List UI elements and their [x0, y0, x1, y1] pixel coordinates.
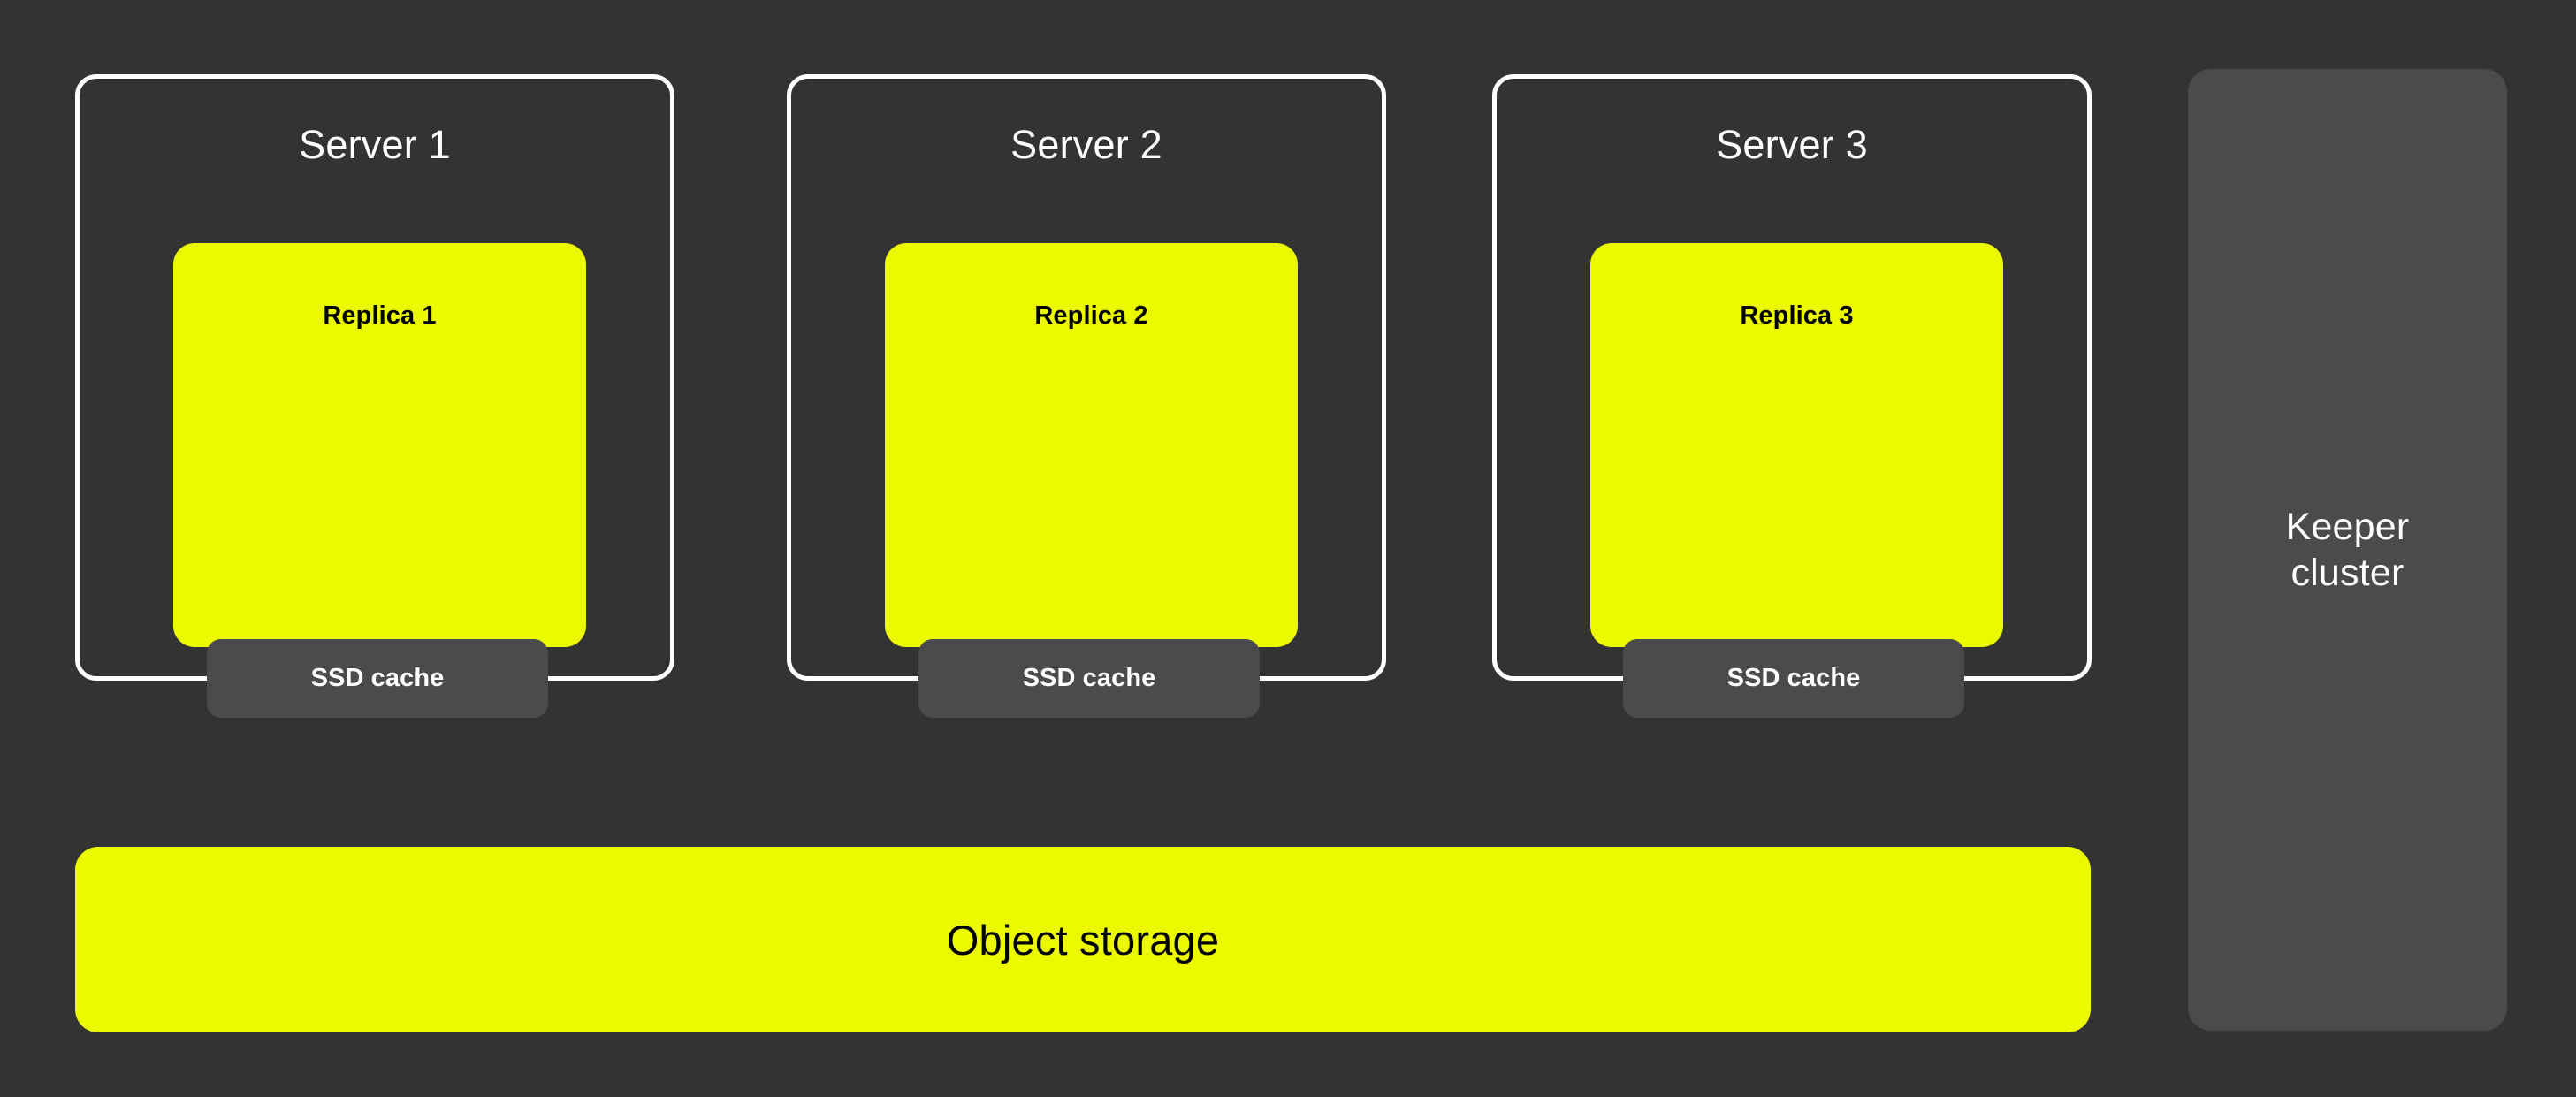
keeper-cluster-label: Keeper cluster — [2285, 505, 2410, 594]
server-box-2: Server 2 Replica 2 — [787, 74, 1386, 681]
replica-label-3: Replica 3 — [1740, 301, 1854, 330]
ssd-cache-label-3: SSD cache — [1726, 664, 1861, 692]
replica-box-2: Replica 2 — [885, 243, 1298, 647]
server-title-2: Server 2 — [1010, 122, 1162, 167]
replica-label-1: Replica 1 — [323, 301, 437, 330]
server-title-3: Server 3 — [1716, 122, 1868, 167]
keeper-cluster-box: Keeper cluster — [2188, 69, 2507, 1031]
replica-label-2: Replica 2 — [1034, 301, 1148, 330]
replica-box-1: Replica 1 — [173, 243, 586, 647]
object-storage-box: Object storage — [75, 847, 2091, 1032]
ssd-cache-box-1: SSD cache — [207, 639, 548, 718]
replica-box-3: Replica 3 — [1590, 243, 2003, 647]
ssd-cache-label-2: SSD cache — [1022, 664, 1156, 692]
ssd-cache-box-2: SSD cache — [918, 639, 1260, 718]
ssd-cache-label-1: SSD cache — [310, 664, 445, 692]
server-box-3: Server 3 Replica 3 — [1492, 74, 2092, 681]
server-title-1: Server 1 — [299, 122, 451, 167]
ssd-cache-box-3: SSD cache — [1623, 639, 1964, 718]
server-box-1: Server 1 Replica 1 — [75, 74, 674, 681]
object-storage-label: Object storage — [946, 916, 1220, 964]
